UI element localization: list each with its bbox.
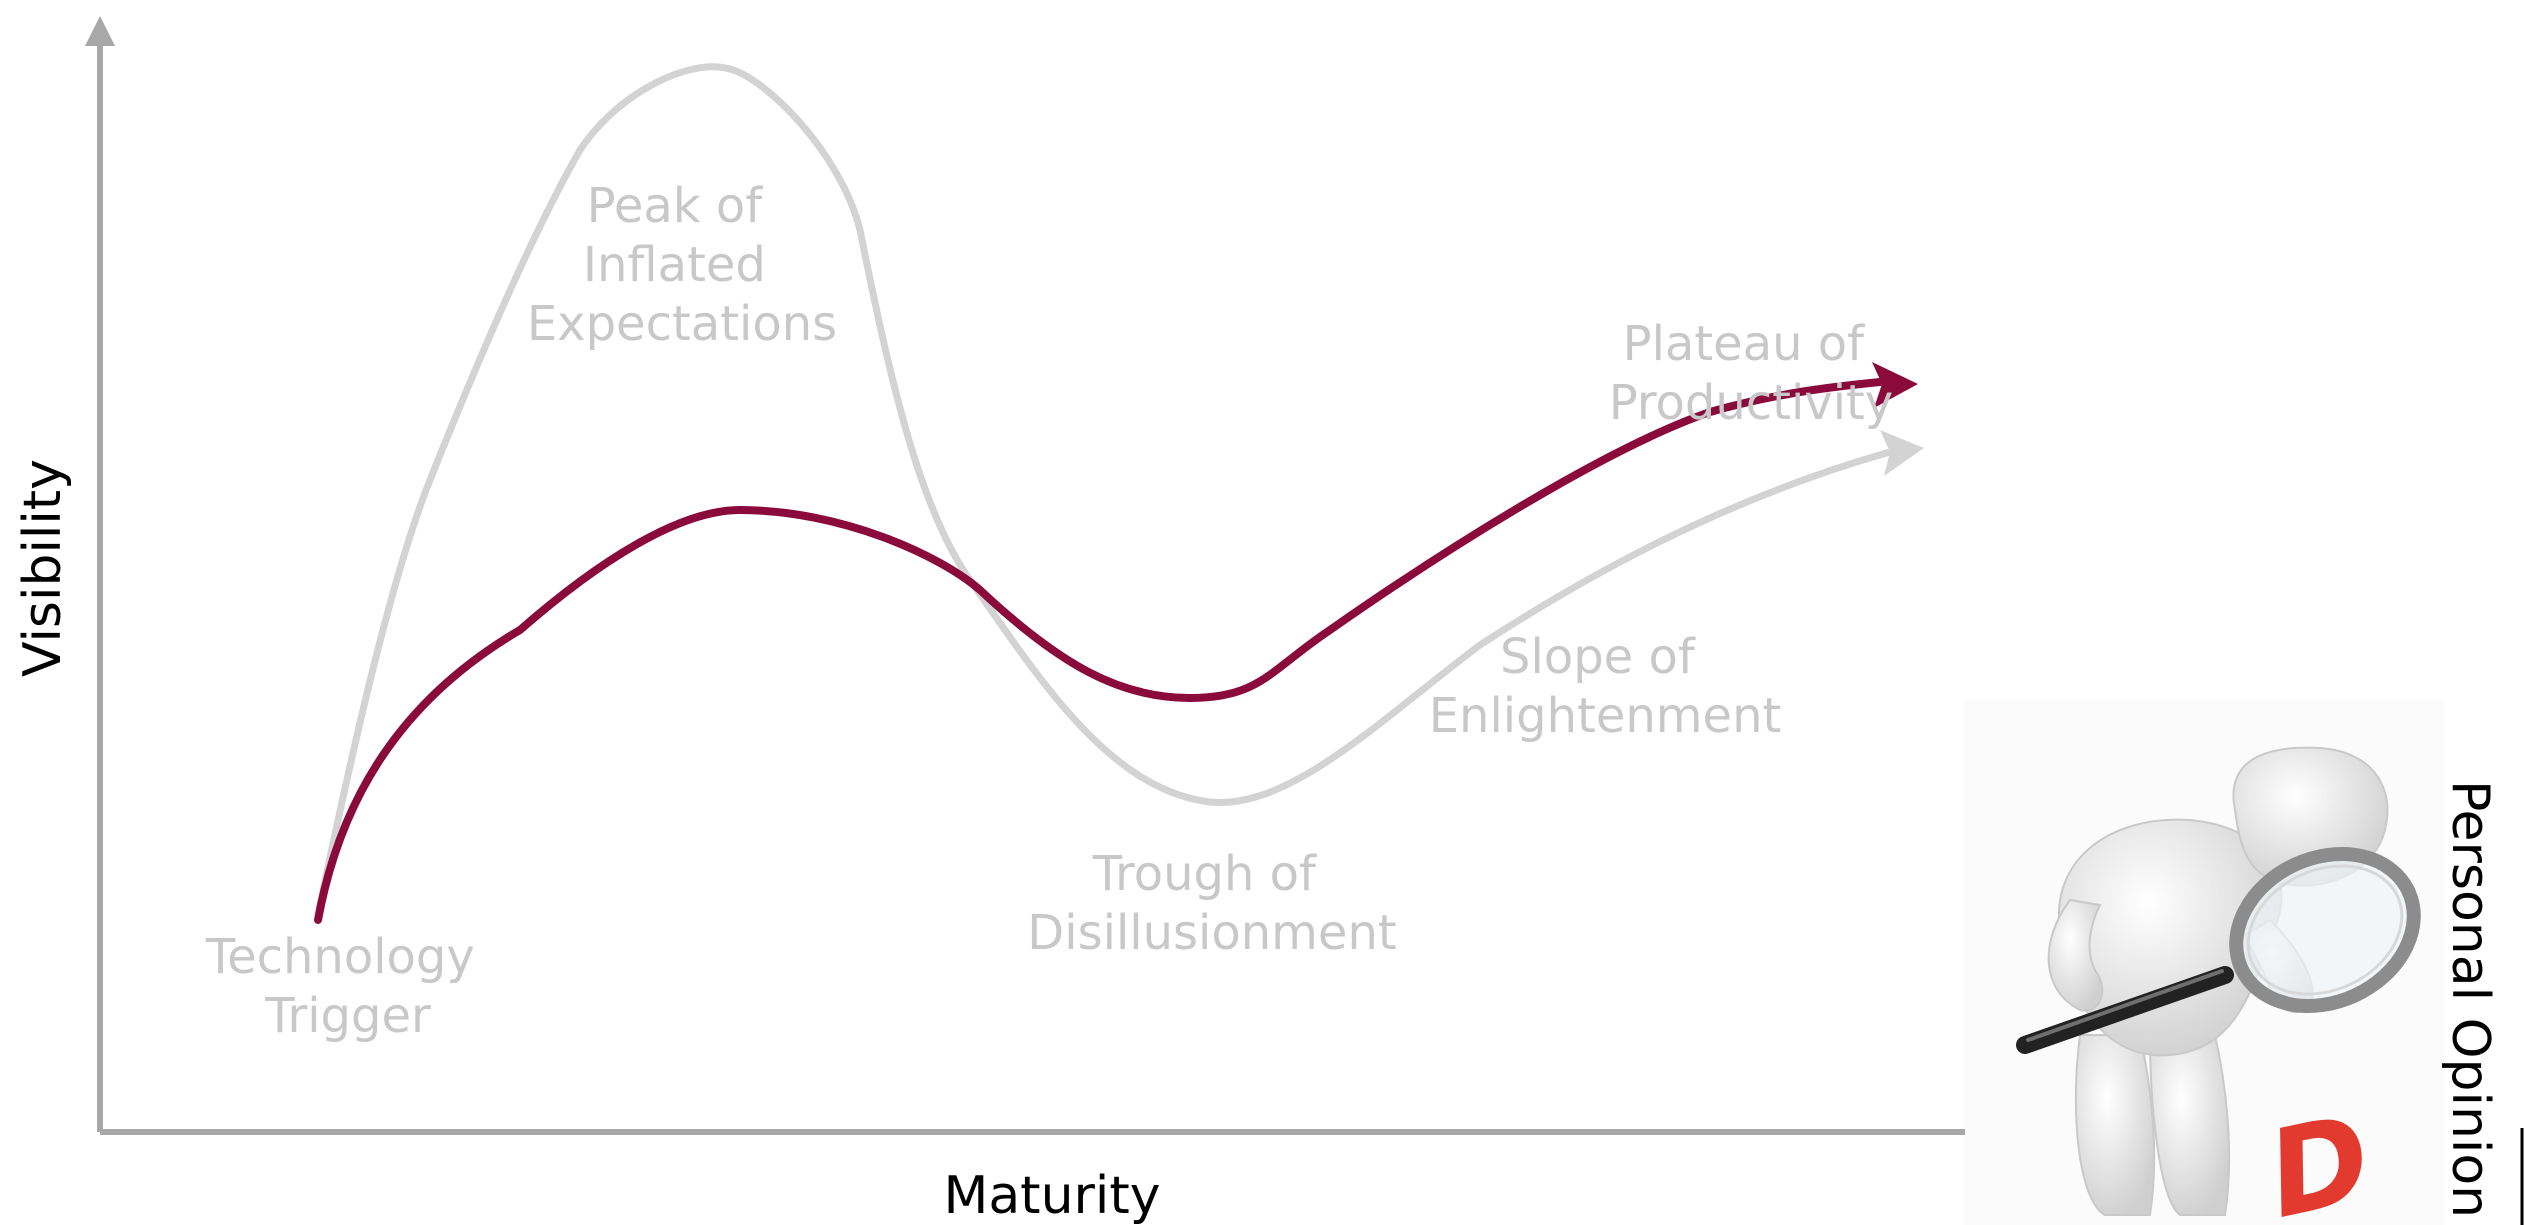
personal-opinion-arrowhead (1872, 362, 1918, 408)
plateau-line2: Productivity (1609, 375, 1894, 431)
technology-trigger-line2: Trigger (264, 988, 431, 1044)
personal-opinion-curve (314, 378, 1884, 924)
plateau-line1: Plateau of (1623, 316, 1866, 372)
hype-cycle-curve (314, 63, 1894, 919)
peak-line3: Expectations (527, 296, 837, 352)
technology-trigger-line1: Technology (205, 929, 475, 985)
plateau-label: Plateau of Productivity (1609, 316, 1894, 431)
peak-line1: Peak of (587, 178, 764, 234)
slope-line1: Slope of (1500, 629, 1696, 685)
x-axis-label: Maturity (943, 1166, 1160, 1225)
slope-label: Slope of Enlightenment (1429, 629, 1782, 744)
figure-with-magnifier-illustration: D (1965, 700, 2445, 1225)
trough-label: Trough of Disillusionment (1027, 846, 1396, 961)
trough-line1: Trough of (1092, 846, 1317, 902)
y-axis-label: Visibility (13, 459, 73, 677)
personal-opinion-side-label: Personal Opinion (2440, 780, 2500, 1219)
technology-trigger-label: Technology Trigger (205, 929, 490, 1044)
slope-line2: Enlightenment (1429, 688, 1782, 744)
trough-line2: Disillusionment (1027, 905, 1396, 961)
hype-cycle-arrowhead (1880, 430, 1924, 476)
peak-label: Peak of Inflated Expectations (527, 178, 837, 352)
peak-line2: Inflated (583, 237, 766, 293)
